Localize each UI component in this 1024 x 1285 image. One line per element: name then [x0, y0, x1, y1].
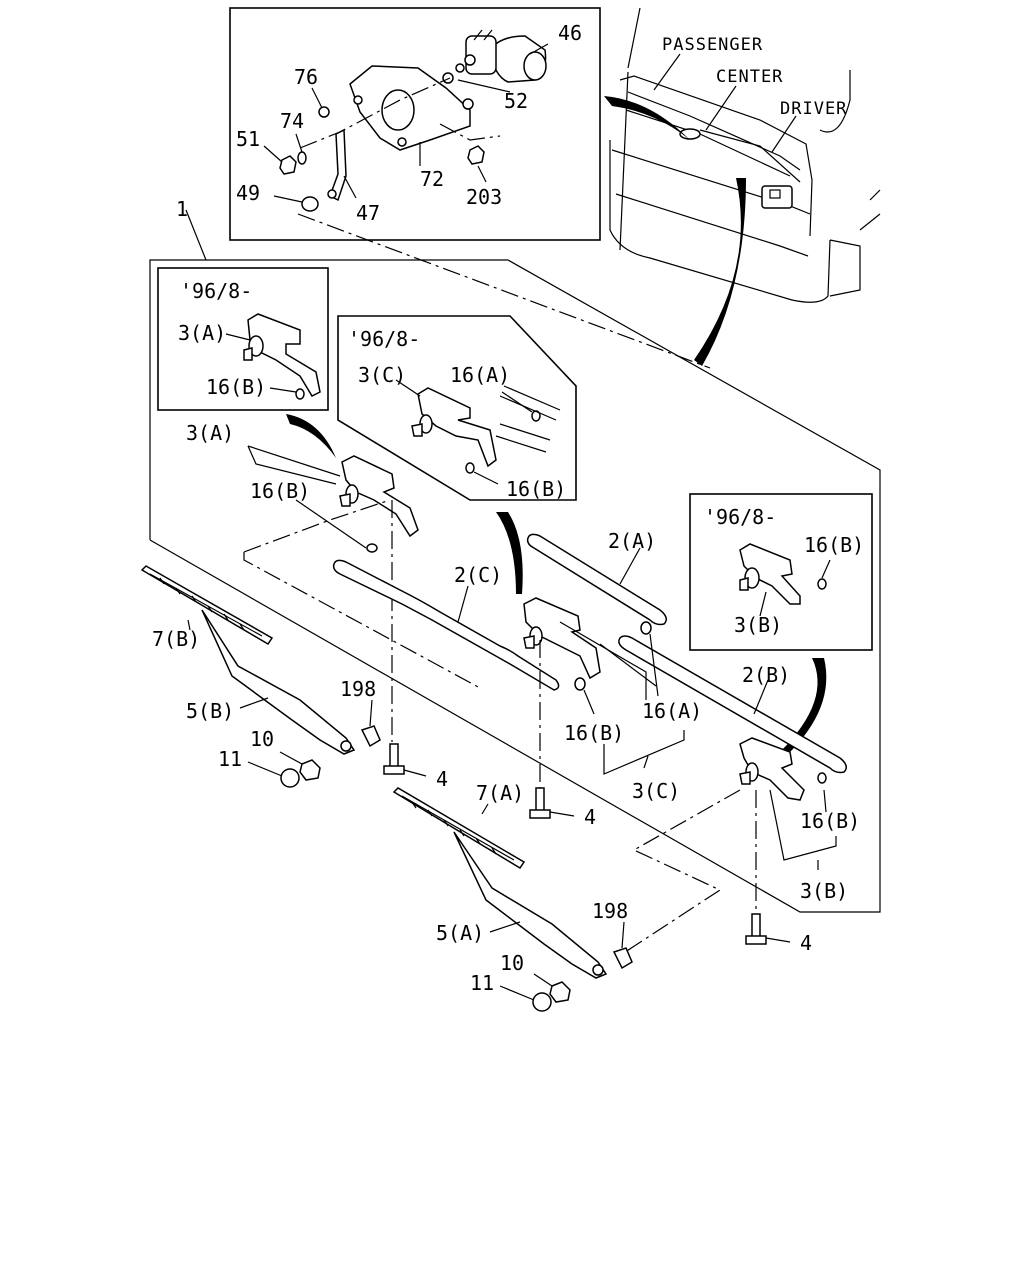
label-52: 52 — [504, 89, 528, 113]
nut-203 — [467, 145, 485, 165]
link-2c — [332, 559, 560, 691]
nut-52 — [442, 72, 454, 84]
label-driver: DRIVER — [780, 99, 847, 119]
label-4-left: 4 — [436, 767, 448, 791]
label-51: 51 — [236, 127, 260, 151]
label-11-left: 11 — [218, 747, 242, 771]
label-3a: 3(A) — [186, 421, 234, 445]
label-2b: 2(B) — [742, 663, 790, 687]
label-16b-inset-right: 16(B) — [804, 533, 864, 557]
label-7a: 7(A) — [476, 781, 524, 805]
inset-left-pivot — [243, 313, 321, 400]
inset-middle-date: '96/8- — [348, 327, 420, 351]
nut-10-right — [549, 981, 571, 1003]
label-16b-inset-mid: 16(B) — [506, 477, 566, 501]
motor-bracket — [349, 65, 474, 151]
label-72: 72 — [420, 167, 444, 191]
wiper-motor — [455, 29, 547, 83]
nut-51 — [279, 155, 297, 175]
arrow-left-inset — [286, 414, 336, 458]
inset-left-frame — [157, 267, 329, 411]
cab-outline — [609, 7, 881, 303]
label-16b-mid: 16(B) — [564, 721, 624, 745]
washer-74 — [297, 151, 307, 165]
cap-198-right — [612, 947, 633, 970]
wiper-blade-7a — [392, 787, 526, 870]
label-10-left: 10 — [250, 727, 274, 751]
assembly-boundary — [149, 259, 881, 913]
washer-16a-mid — [640, 621, 652, 635]
link-2a — [526, 533, 667, 626]
label-5a: 5(A) — [436, 921, 484, 945]
cap-11-left — [280, 768, 300, 788]
label-2a: 2(A) — [608, 529, 656, 553]
label-10-right: 10 — [500, 951, 524, 975]
label-2c: 2(C) — [454, 563, 502, 587]
inset-right-date: '96/8- — [704, 505, 776, 529]
label-16a-mid: 16(A) — [642, 699, 702, 723]
label-4-right: 4 — [800, 931, 812, 955]
label-passenger: PASSENGER — [662, 35, 763, 55]
label-3c: 3(C) — [632, 779, 680, 803]
bolt-4-left — [383, 743, 405, 775]
label-203: 203 — [466, 185, 502, 209]
label-11-right: 11 — [470, 971, 494, 995]
inset-middle-frame — [337, 315, 577, 501]
label-3c-inset: 3(C) — [358, 363, 406, 387]
motor-inset-frame — [229, 7, 601, 241]
label-74: 74 — [280, 109, 304, 133]
bolt-4-mid — [529, 787, 551, 819]
label-16b-left: 16(B) — [250, 479, 310, 503]
arrow-to-motor — [604, 96, 690, 140]
cap-11-right — [532, 992, 552, 1012]
label-198-left: 198 — [340, 677, 376, 701]
label-198-right: 198 — [592, 899, 628, 923]
label-1: 1 — [176, 197, 188, 221]
label-center: CENTER — [716, 67, 783, 87]
label-47: 47 — [356, 201, 380, 225]
link-2b — [618, 635, 847, 774]
label-16a-inset: 16(A) — [450, 363, 510, 387]
label-4-mid: 4 — [584, 805, 596, 829]
label-7b: 7(B) — [152, 627, 200, 651]
washer-49 — [301, 196, 319, 212]
label-76: 76 — [294, 65, 318, 89]
label-5b: 5(B) — [186, 699, 234, 723]
nut-10-left — [299, 759, 321, 781]
washer-16b-mid — [574, 677, 586, 691]
bolt-76 — [318, 106, 330, 118]
label-16b-right: 16(B) — [800, 809, 860, 833]
wiper-arm-5a — [453, 831, 608, 979]
inset-right-pivot — [739, 543, 827, 605]
label-3b: 3(B) — [800, 879, 848, 903]
arrow-to-linkage — [694, 178, 746, 366]
label-16b-inset-left: 16(B) — [206, 375, 266, 399]
pivot-3c — [523, 597, 601, 680]
wiper-blade-7b — [140, 565, 274, 646]
bolt-4-right — [745, 913, 767, 945]
washer-16b-left — [366, 543, 378, 553]
cap-198-left — [360, 725, 381, 748]
label-3b-inset: 3(B) — [734, 613, 782, 637]
label-46: 46 — [558, 21, 582, 45]
label-3a-inset: 3(A) — [178, 321, 226, 345]
pivot-3b — [739, 737, 805, 801]
washer-16b-right — [817, 772, 827, 784]
wiper-arm-5b — [201, 609, 356, 755]
inset-right-frame — [689, 493, 873, 651]
inset-left-date: '96/8- — [180, 279, 252, 303]
label-49: 49 — [236, 181, 260, 205]
pivot-3a — [339, 455, 419, 538]
arrow-middle-inset — [496, 512, 523, 594]
